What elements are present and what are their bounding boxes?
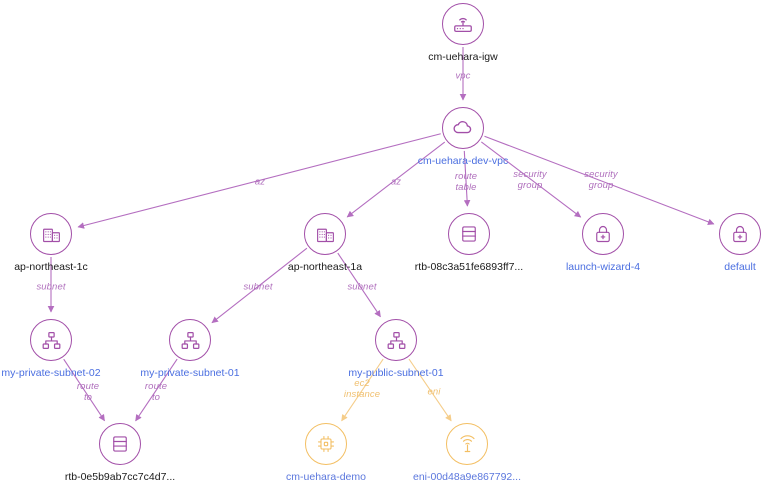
node-circle-ec2-demo[interactable] — [305, 423, 347, 465]
node-label-rtb-main: rtb-08c3a51fe6893ff7... — [414, 261, 524, 273]
edge-label-az-1a-to-subnet-public-01: subnet — [347, 281, 377, 293]
edge-label-igw-to-vpc: vpc — [455, 70, 471, 82]
lock-icon — [733, 225, 747, 243]
node-label-subnet-private-02[interactable]: my-private-subnet-02 — [1, 367, 101, 379]
edge-subnet-private-02-to-rtb-private — [63, 358, 105, 422]
node-label-sg-launch-wizard[interactable]: launch-wizard-4 — [565, 261, 641, 273]
node-circle-subnet-public-01[interactable] — [375, 319, 417, 361]
route-table-icon — [113, 436, 127, 452]
node-circle-rtb-main[interactable] — [448, 213, 490, 255]
antenna-icon — [459, 434, 475, 452]
node-circle-subnet-private-02[interactable] — [30, 319, 72, 361]
node-label-vpc[interactable]: cm-uehara-dev-vpc — [417, 155, 509, 167]
router-icon — [454, 17, 472, 32]
buildings-icon — [316, 228, 334, 242]
edge-subnet-public-01-to-eni — [408, 358, 452, 422]
edge-vpc-to-az-1c — [77, 133, 441, 229]
edge-label-az-1c-to-subnet-private-02: subnet — [36, 281, 66, 293]
node-circle-eni[interactable] — [446, 423, 488, 465]
node-label-az-1c: ap-northeast-1c — [14, 261, 88, 273]
node-circle-vpc[interactable] — [442, 107, 484, 149]
edge-subnet-private-01-to-rtb-private — [135, 358, 178, 422]
node-circle-az-1c[interactable] — [30, 213, 72, 255]
edge-az-1a-to-subnet-private-01 — [211, 247, 308, 324]
node-label-subnet-private-01[interactable]: my-private-subnet-01 — [140, 367, 240, 379]
edge-label-vpc-to-az-1a: az — [390, 176, 402, 188]
sitemap-icon — [387, 331, 405, 349]
node-label-ec2-demo[interactable]: cm-uehara-demo — [286, 471, 366, 483]
edge-vpc-to-sg-launch-wizard — [481, 141, 582, 218]
node-circle-az-1a[interactable] — [304, 213, 346, 255]
node-circle-igw[interactable] — [442, 3, 484, 45]
lock-icon — [596, 225, 610, 243]
sitemap-icon — [42, 331, 60, 349]
chip-icon — [317, 435, 335, 453]
edge-vpc-to-rtb-main — [463, 150, 471, 207]
node-label-igw: cm-uehara-igw — [428, 51, 498, 63]
edge-vpc-to-az-1a — [346, 141, 446, 218]
node-circle-sg-launch-wizard[interactable] — [582, 213, 624, 255]
node-label-az-1a: ap-northeast-1a — [287, 261, 363, 273]
node-label-rtb-private: rtb-0e5b9ab7cc7c4d7... — [64, 471, 176, 483]
edge-label-subnet-public-01-to-eni: eni — [427, 386, 441, 398]
edge-label-vpc-to-az-1c: az — [254, 176, 266, 188]
cloud-icon — [453, 121, 472, 134]
node-label-subnet-public-01[interactable]: my-public-subnet-01 — [348, 367, 444, 379]
edge-label-az-1a-to-subnet-private-01: subnet — [243, 281, 273, 293]
sitemap-icon — [181, 331, 199, 349]
node-circle-sg-default[interactable] — [719, 213, 761, 255]
edge-vpc-to-sg-default — [484, 135, 715, 225]
route-table-icon — [462, 226, 476, 242]
edge-subnet-public-01-to-ec2-demo — [341, 358, 384, 422]
edge-az-1a-to-subnet-public-01 — [337, 252, 381, 318]
buildings-icon — [42, 228, 60, 242]
node-circle-rtb-private[interactable] — [99, 423, 141, 465]
node-label-eni[interactable]: eni-00d48a9e867792... — [412, 471, 521, 483]
node-label-sg-default[interactable]: default — [724, 261, 756, 273]
node-circle-subnet-private-01[interactable] — [169, 319, 211, 361]
